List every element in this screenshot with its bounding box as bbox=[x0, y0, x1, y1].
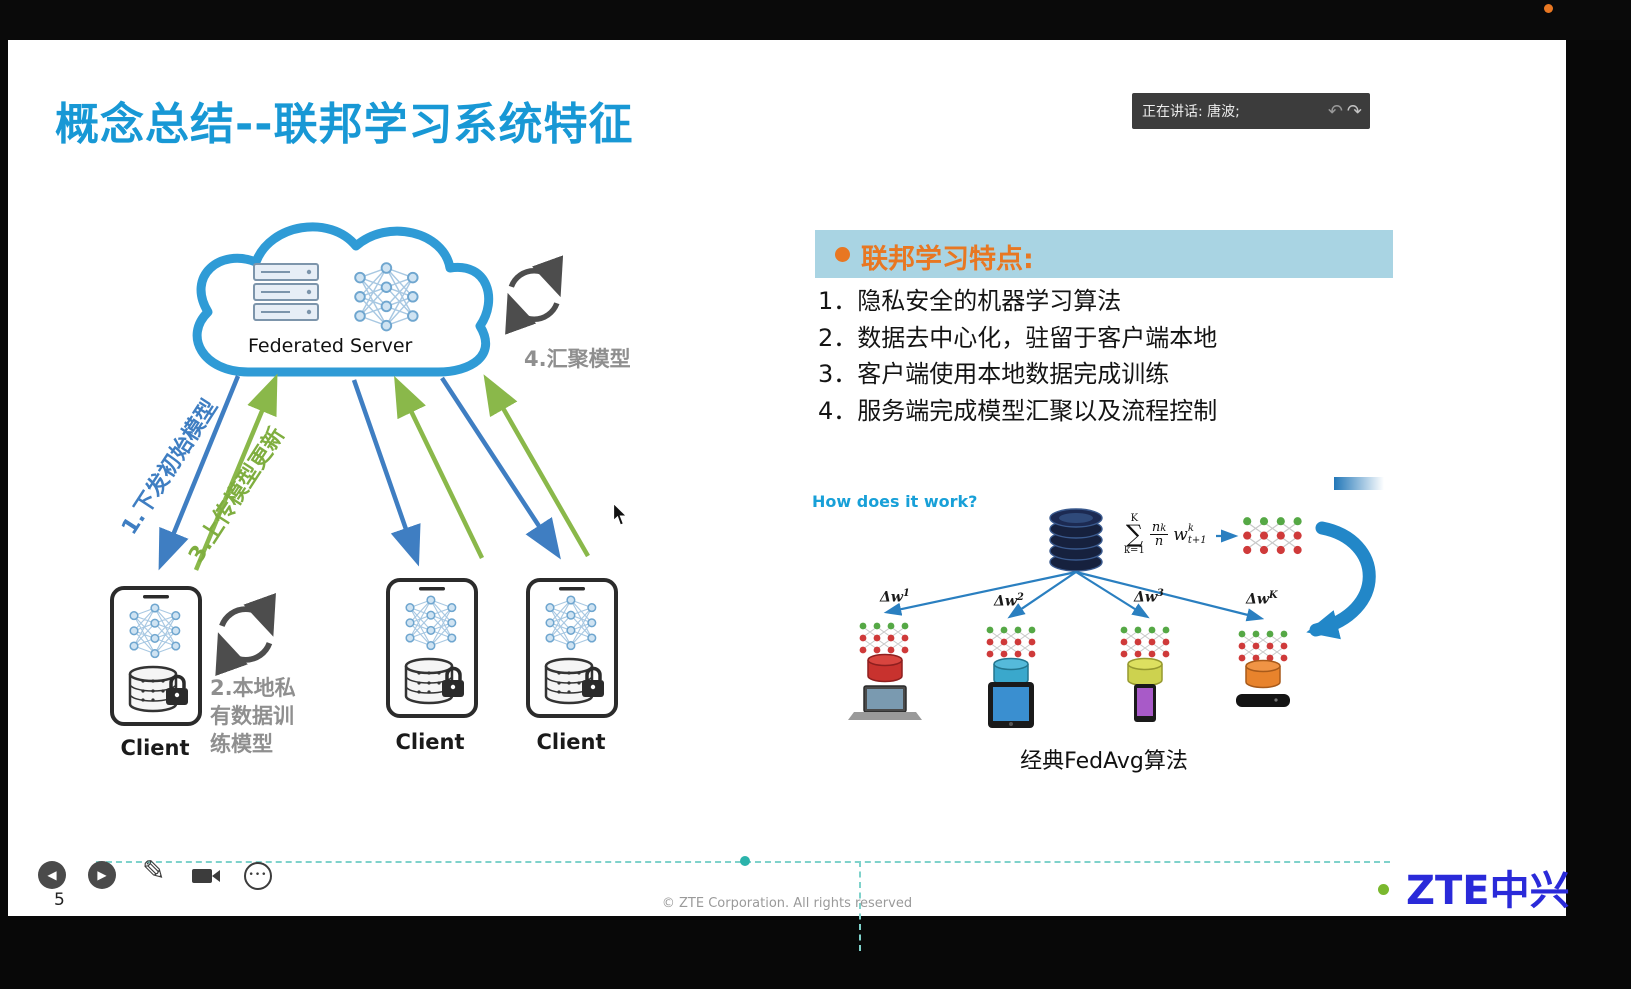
presentation-slide: 概念总结--联邦学习系统特征 正在讲话: 唐波; ↶ ↷ bbox=[8, 40, 1570, 951]
client-label-2: Client bbox=[395, 730, 465, 754]
federated-learning-diagram bbox=[98, 222, 678, 770]
bullet-icon bbox=[835, 247, 850, 262]
delta-w1-base: Δw bbox=[880, 589, 903, 606]
download-arrow-3 bbox=[440, 376, 561, 560]
copyright-text: © ZTE Corporation. All rights reserved bbox=[661, 896, 913, 911]
download-arrow-1 bbox=[158, 375, 241, 571]
step2-line-3: 练模型 bbox=[210, 732, 273, 756]
feature-item-4: 4．服务端完成模型汇聚以及流程控制 bbox=[818, 396, 1218, 425]
play-button[interactable]: ▶ bbox=[88, 861, 116, 889]
central-server-stack-icon bbox=[1049, 508, 1103, 572]
client-model-icon-3 bbox=[1120, 626, 1170, 658]
global-model-icon bbox=[1242, 516, 1303, 555]
client-phone-2 bbox=[388, 580, 476, 716]
formula-weight-sup: k bbox=[1187, 523, 1194, 535]
formula-sum-upper: K bbox=[1130, 513, 1139, 524]
fedavg-caption: 经典FedAvg算法 bbox=[1020, 749, 1188, 774]
zte-logo: ZTE中兴 bbox=[1406, 868, 1570, 914]
step2-line-2: 有数据训 bbox=[210, 704, 294, 728]
delta-wK-sup: K bbox=[1268, 590, 1278, 601]
client-model-icon-2 bbox=[986, 626, 1036, 658]
brand-dot bbox=[1378, 884, 1389, 895]
delta-w3-sup: 3 bbox=[1156, 588, 1164, 599]
feature-item-3: 3．客户端使用本地数据完成训练 bbox=[818, 360, 1170, 388]
client-phone-3 bbox=[528, 580, 616, 716]
window-top-bar bbox=[0, 0, 1631, 40]
features-header-bar: 联邦学习特点: bbox=[815, 230, 1393, 278]
speaker-box-icons: ↶ ↷ bbox=[1328, 101, 1370, 122]
fedavg-diagram bbox=[848, 508, 1376, 728]
download-arrow-2 bbox=[351, 379, 421, 567]
dataset-cylinder-yellow bbox=[1127, 657, 1163, 687]
how-it-works-title: How does it work? bbox=[812, 492, 978, 511]
redo-arrow-icon[interactable]: ↷ bbox=[1346, 100, 1362, 122]
client-model-icon-4 bbox=[1238, 630, 1288, 662]
formula-weight-sub: t+1 bbox=[1187, 534, 1207, 546]
aggregate-sync-icon bbox=[511, 271, 557, 320]
server-rack-icon bbox=[253, 263, 319, 321]
camera-button[interactable] bbox=[192, 867, 222, 885]
delta-w2-base: Δw bbox=[994, 593, 1017, 610]
step2-local-training-label: 2.本地私 有数据训 练模型 bbox=[210, 674, 296, 758]
delta-w3-label: Δw3 bbox=[1134, 588, 1164, 606]
formula-weight-base: w bbox=[1173, 524, 1188, 545]
dataset-cylinder-orange bbox=[1245, 659, 1281, 689]
delta-w1-sup: 1 bbox=[902, 588, 910, 599]
dashed-divider-vertical bbox=[859, 861, 861, 951]
delta-w1-label: Δw1 bbox=[880, 588, 910, 606]
formula-den: n bbox=[1154, 534, 1164, 550]
federated-server-label: Federated Server bbox=[248, 335, 413, 357]
delta-w2-label: Δw2 bbox=[994, 592, 1024, 610]
mouse-cursor bbox=[612, 502, 629, 526]
features-list: 1．隐私安全的机器学习算法 2．数据去中心化，驻留于客户端本地 3．客户端使用本… bbox=[818, 283, 1217, 429]
divider-dot bbox=[740, 856, 750, 866]
delta-wK-base: Δw bbox=[1246, 591, 1269, 608]
annotate-pencil-button[interactable]: ✎ bbox=[142, 854, 166, 887]
feature-item-2: 2．数据去中心化，驻留于客户端本地 bbox=[818, 323, 1218, 352]
gradient-decoration-bar bbox=[1334, 477, 1384, 490]
laptop-icon bbox=[848, 685, 922, 720]
step4-aggregate-label: 4.汇聚模型 bbox=[524, 347, 631, 371]
fedavg-formula: K ∑ k=1 nk n w k t+1 bbox=[1124, 514, 1207, 556]
speaker-status-box: 正在讲话: 唐波; ↶ ↷ bbox=[1132, 93, 1370, 129]
feature-item-1: 1．隐私安全的机器学习算法 bbox=[818, 287, 1122, 315]
local-training-sync-icon bbox=[222, 609, 270, 660]
recording-indicator-dot bbox=[1544, 4, 1553, 13]
upload-arrow-3 bbox=[483, 374, 590, 558]
tablet-icon bbox=[988, 682, 1034, 728]
aggregation-loop-arrow bbox=[1306, 521, 1376, 640]
broadcast-arrow-1 bbox=[883, 570, 1077, 616]
upload-arrow-2 bbox=[394, 375, 485, 559]
formula-num-base: n bbox=[1151, 520, 1161, 536]
edge-device-icon bbox=[1236, 694, 1290, 707]
dataset-cylinder-teal bbox=[993, 657, 1029, 687]
dataset-cylinder-red bbox=[867, 653, 903, 683]
delta-w2-sup: 2 bbox=[1016, 592, 1024, 603]
features-title: 联邦学习特点: bbox=[861, 244, 1034, 275]
client-model-icon-1 bbox=[859, 622, 909, 654]
broadcast-arrow-3 bbox=[1075, 571, 1150, 619]
broadcast-arrow-2 bbox=[1007, 571, 1077, 619]
formula-num-sub: k bbox=[1160, 523, 1167, 535]
page-number: 5 bbox=[54, 890, 65, 910]
client-label-1: Client bbox=[120, 736, 190, 760]
broadcast-arrow-4 bbox=[1075, 570, 1265, 622]
client-label-3: Client bbox=[536, 730, 606, 754]
client-phone-1 bbox=[112, 588, 200, 724]
page-title: 概念总结--联邦学习系统特征 bbox=[55, 99, 634, 150]
speaker-status-text: 正在讲话: 唐波; bbox=[1142, 104, 1240, 120]
formula-sum-lower: k=1 bbox=[1124, 544, 1145, 556]
delta-wK-label: ΔwK bbox=[1246, 590, 1278, 608]
formula-sigma: ∑ bbox=[1125, 520, 1143, 548]
step2-line-1: 2.本地私 bbox=[210, 676, 296, 700]
undo-arrow-icon[interactable]: ↶ bbox=[1327, 100, 1343, 122]
delta-w3-base: Δw bbox=[1134, 589, 1157, 606]
previous-slide-button[interactable]: ◀ bbox=[38, 861, 66, 889]
upload-arrow-1 bbox=[193, 373, 278, 571]
more-options-button[interactable]: ••• bbox=[244, 862, 272, 890]
smartphone-icon bbox=[1134, 684, 1156, 722]
